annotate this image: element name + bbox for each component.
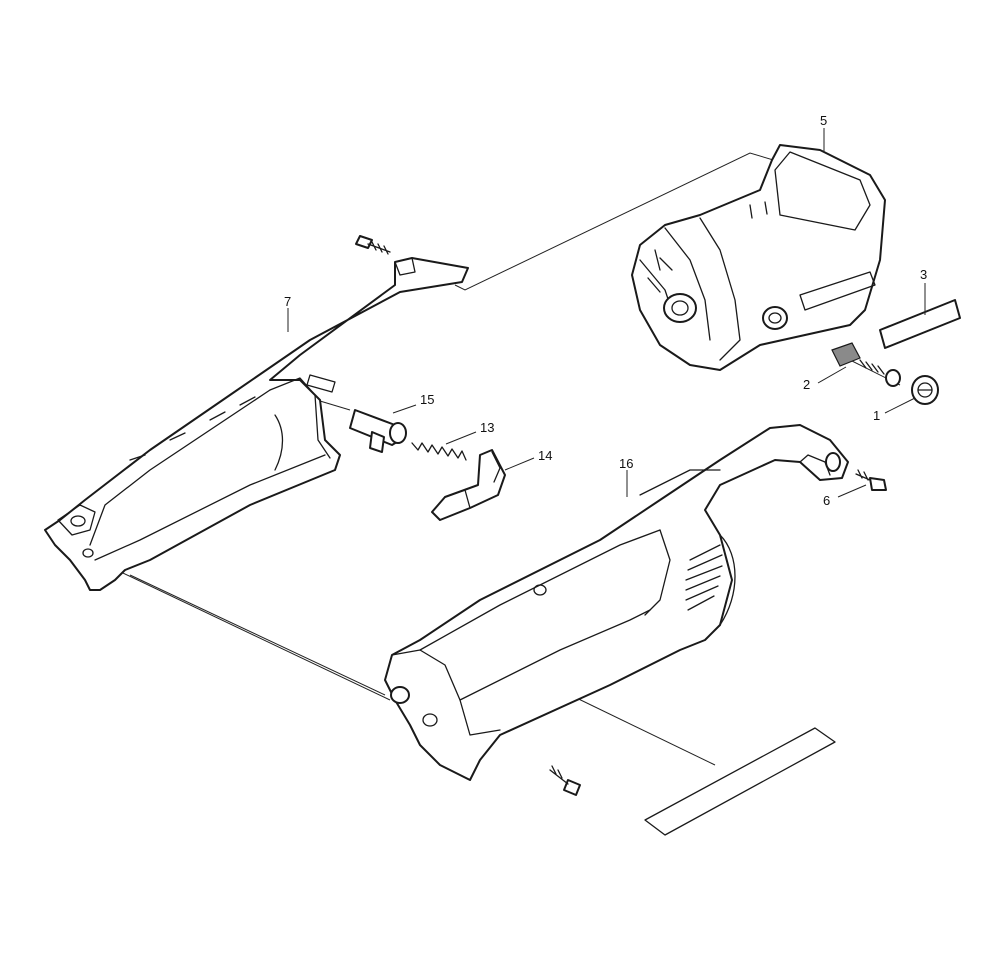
callout-1: 1 bbox=[873, 408, 880, 423]
spring[interactable] bbox=[411, 442, 467, 461]
callout-5: 5 bbox=[820, 113, 827, 128]
switch-shaft[interactable] bbox=[349, 409, 407, 453]
screw-right[interactable] bbox=[855, 469, 887, 491]
switch-lever[interactable] bbox=[431, 449, 506, 521]
screw-bottom bbox=[549, 765, 581, 796]
callout-6: 6 bbox=[823, 493, 830, 508]
callout-3: 3 bbox=[920, 267, 927, 282]
callout-13: 13 bbox=[480, 420, 494, 435]
callout-14: 15 bbox=[420, 392, 434, 407]
screw-top bbox=[355, 235, 391, 255]
callouts: 5 3 2 1 6 7 15 13 14 16 bbox=[284, 113, 927, 508]
callout-7: 7 bbox=[284, 294, 291, 309]
housing-left-half[interactable] bbox=[44, 235, 469, 591]
callout-2: 2 bbox=[803, 377, 810, 392]
callout-16: 16 bbox=[619, 456, 633, 471]
callout-15: 14 bbox=[538, 448, 552, 463]
housing-right-half[interactable] bbox=[384, 424, 849, 796]
brush-holder-cap[interactable] bbox=[911, 375, 939, 405]
motor-housing[interactable] bbox=[631, 144, 886, 371]
carbon-brush[interactable] bbox=[831, 342, 901, 387]
label-plate[interactable] bbox=[879, 299, 961, 349]
name-plate[interactable] bbox=[644, 727, 836, 836]
